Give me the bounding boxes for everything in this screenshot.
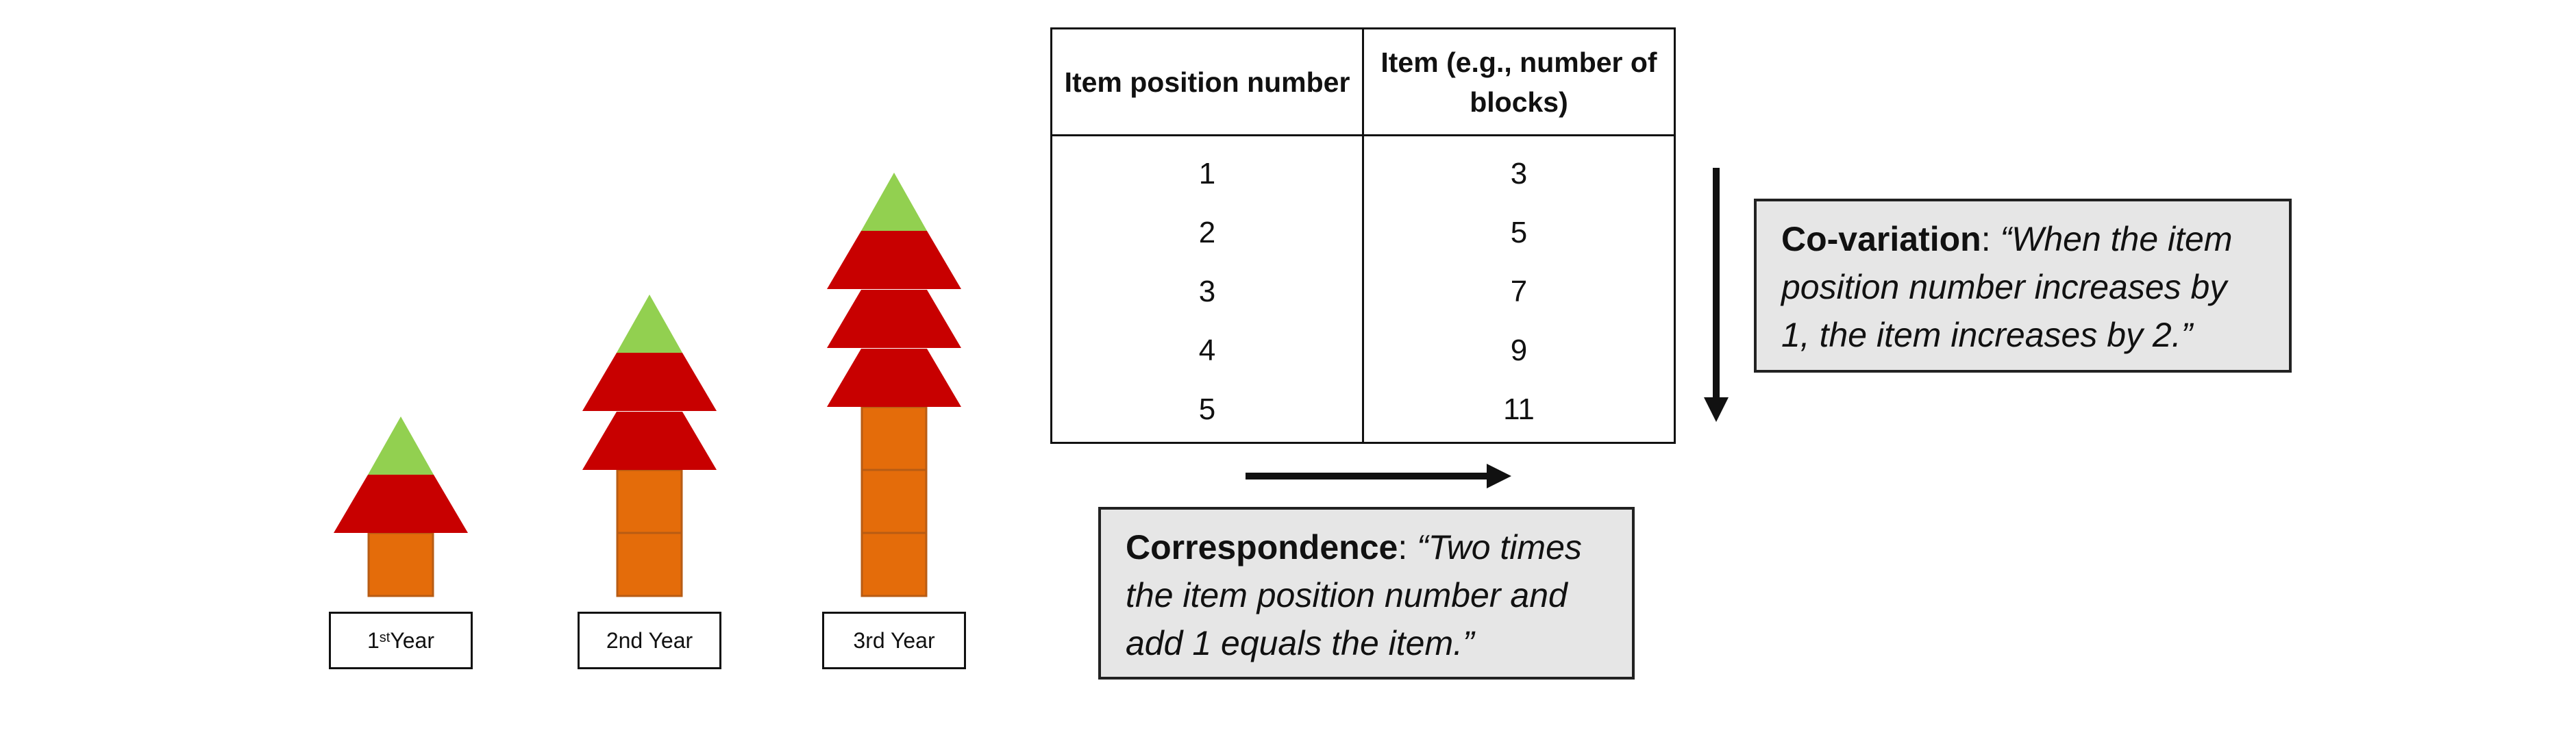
- year-label-1-superscript: st: [379, 630, 391, 645]
- cell-position: 4: [1050, 321, 1364, 380]
- cell-position: 2: [1050, 203, 1364, 262]
- tree-layer: [334, 475, 468, 533]
- year-label-3: 3rd Year: [822, 612, 966, 669]
- horizontal-right-arrow: [1246, 464, 1511, 488]
- trunk-block: [860, 469, 928, 534]
- cell-item: 7: [1362, 262, 1676, 321]
- correspondence-quote: “Two times the item position number and …: [1126, 528, 1582, 662]
- cell-item: 3: [1362, 135, 1676, 203]
- tree-layer: [827, 231, 961, 289]
- cell-position: 1: [1050, 135, 1364, 203]
- tree-1: [334, 416, 468, 597]
- cell-position: 5: [1050, 380, 1364, 444]
- covariation-callout: Co-variation: “When the item position nu…: [1754, 199, 2292, 373]
- table-row: 3 7: [1050, 262, 1676, 321]
- year-label-2-text: 2nd Year: [606, 627, 693, 653]
- cell-position: 3: [1050, 262, 1364, 321]
- year-label-1-main: 1: [367, 627, 380, 653]
- tree-tip: [368, 416, 434, 475]
- pattern-table: Item position number Item (e.g., number …: [1050, 27, 1676, 444]
- trunk-block: [616, 469, 683, 534]
- table-row: 5 11: [1050, 380, 1676, 444]
- vertical-down-arrow: [1704, 168, 1729, 422]
- table-row: 2 5: [1050, 203, 1676, 262]
- year-label-2: 2nd Year: [578, 612, 721, 669]
- table-header-row: Item position number Item (e.g., number …: [1050, 27, 1676, 136]
- trunk-block: [367, 532, 434, 597]
- trunk-block: [860, 406, 928, 471]
- trunk-block: [616, 532, 683, 597]
- year-label-1-rest: Year: [390, 627, 434, 653]
- correspondence-callout: Correspondence: “Two times the item posi…: [1098, 507, 1635, 680]
- table-row: 4 9: [1050, 321, 1676, 380]
- tree-layer: [582, 353, 717, 411]
- tree-layer: [827, 290, 961, 348]
- tree-layer: [827, 349, 961, 407]
- covariation-quote: “When the item position number increases…: [1781, 220, 2233, 354]
- cell-item: 9: [1362, 321, 1676, 380]
- covariation-term: Co-variation: [1781, 220, 1981, 258]
- header-item-position-number: Item position number: [1050, 27, 1364, 136]
- correspondence-separator: :: [1398, 528, 1417, 566]
- tree-tip: [861, 173, 927, 231]
- header-item-number-of-blocks: Item (e.g., number of blocks): [1362, 27, 1676, 136]
- trunk-block: [860, 532, 928, 597]
- tree-pattern-figure: [334, 173, 961, 597]
- table-row: 1 3: [1050, 135, 1676, 203]
- tree-3: [827, 173, 961, 597]
- cell-item: 5: [1362, 203, 1676, 262]
- cell-item: 11: [1362, 380, 1676, 444]
- tree-layer: [582, 412, 717, 470]
- tree-2: [582, 295, 717, 597]
- year-label-3-text: 3rd Year: [853, 627, 935, 653]
- tree-tip: [617, 295, 682, 353]
- covariation-separator: :: [1981, 220, 2001, 258]
- correspondence-term: Correspondence: [1126, 528, 1398, 566]
